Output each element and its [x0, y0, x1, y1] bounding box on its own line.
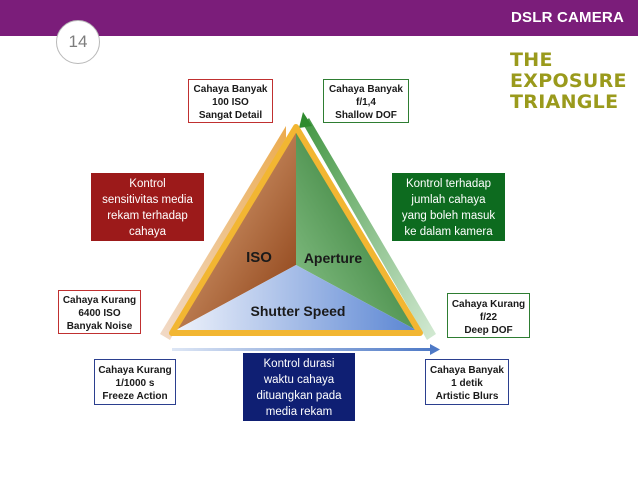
box-line: Freeze Action — [102, 391, 168, 402]
desc-line: sensitivitas media — [102, 194, 193, 206]
aperture-high-light-box: Cahaya Banyak f/1,4 Shallow DOF — [323, 79, 409, 123]
box-line: 1/1000 s — [115, 378, 155, 389]
aperture-arrow-head — [299, 112, 312, 128]
box-line: Cahaya Kurang — [451, 299, 526, 310]
box-line: 6400 ISO — [78, 308, 121, 319]
header-title: DSLR CAMERA — [510, 9, 624, 26]
box-line: Banyak Noise — [66, 321, 133, 332]
shutter-scale-arrow — [172, 348, 432, 351]
shutter-high-light-box: Cahaya Banyak 1 detik Artistic Blurs — [425, 359, 509, 405]
desc-line: cahaya — [128, 226, 167, 238]
desc-line: Kontrol — [129, 178, 166, 190]
iso-description-box: Kontrol sensitivitas media rekam terhada… — [91, 173, 204, 241]
box-line: Cahaya Banyak — [193, 84, 268, 95]
box-line: Shallow DOF — [335, 110, 397, 121]
exposure-triangle-logo: THE EXPOSURE TRIANGLE — [510, 50, 627, 113]
shutter-description-box: Kontrol durasi waktu cahaya dituangkan p… — [243, 353, 355, 421]
logo-line: THE — [510, 49, 553, 71]
header-bar: DSLR CAMERA — [0, 0, 638, 36]
desc-line: ke dalam kamera — [404, 226, 493, 238]
box-line: Deep DOF — [464, 325, 513, 336]
box-line: Cahaya Kurang — [62, 295, 137, 306]
iso-low-light-box: Cahaya Kurang 6400 ISO Banyak Noise — [58, 290, 141, 334]
box-line: f/1,4 — [355, 97, 376, 108]
desc-line: Kontrol terhadap — [405, 178, 492, 190]
aperture-low-light-box: Cahaya Kurang f/22 Deep DOF — [447, 293, 530, 338]
box-line: f/22 — [479, 312, 498, 323]
triangle-border — [169, 124, 423, 336]
box-line: Cahaya Kurang — [98, 365, 172, 376]
box-line: 100 ISO — [212, 97, 249, 108]
iso-scale-arrow — [160, 126, 286, 340]
slide-number: 14 — [56, 20, 100, 64]
shutter-segment — [176, 265, 416, 330]
iso-label: ISO — [246, 249, 272, 266]
box-line: Sangat Detail — [198, 110, 263, 121]
box-line: 1 detik — [451, 378, 483, 389]
box-line: Cahaya Banyak — [430, 365, 504, 376]
shutter-low-light-box: Cahaya Kurang 1/1000 s Freeze Action — [94, 359, 176, 405]
logo-line: EXPOSURE — [510, 70, 627, 92]
desc-line: yang boleh masuk — [401, 210, 496, 222]
shutter-arrow-head — [430, 344, 440, 355]
desc-line: Kontrol durasi — [263, 358, 335, 370]
box-line: Cahaya Banyak — [329, 84, 403, 95]
desc-line: waktu cahaya — [263, 374, 335, 386]
desc-line: media rekam — [265, 406, 333, 418]
logo-line: TRIANGLE — [510, 91, 619, 113]
box-line: Artistic Blurs — [435, 391, 499, 402]
shutter-speed-label: Shutter Speed — [251, 303, 346, 319]
desc-line: dituangkan pada — [256, 390, 342, 402]
aperture-description-box: Kontrol terhadap jumlah cahaya yang bole… — [392, 173, 505, 241]
desc-line: jumlah cahaya — [411, 194, 486, 206]
aperture-label: Aperture — [304, 250, 363, 266]
desc-line: rekam terhadap — [107, 210, 188, 222]
aperture-scale-arrow — [303, 118, 436, 340]
iso-high-light-box: Cahaya Banyak 100 ISO Sangat Detail — [188, 79, 273, 123]
